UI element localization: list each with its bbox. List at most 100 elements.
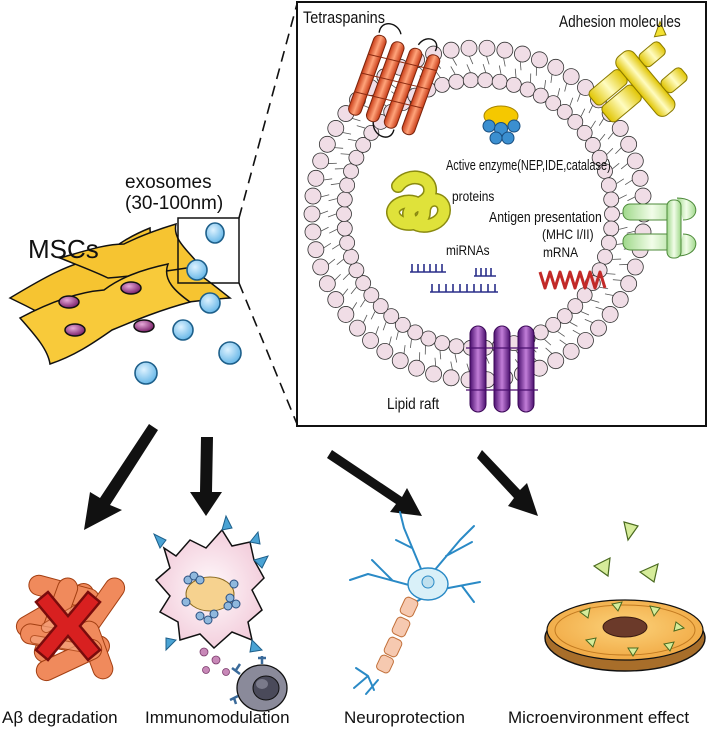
lipid-head <box>562 68 580 86</box>
lipid-head <box>307 169 325 187</box>
lipid-head <box>620 135 638 153</box>
lipid-head <box>591 149 608 166</box>
lipid-head <box>620 275 638 293</box>
lipid-head <box>312 152 330 170</box>
exosomes-size-label: (30-100nm) <box>125 193 224 214</box>
lipid-head <box>348 149 365 166</box>
lipid-head <box>547 352 565 370</box>
mhc-molecule <box>622 197 697 259</box>
lipid-head <box>362 332 379 349</box>
effect-label-immunomodulation: Immunomodulation <box>145 708 290 727</box>
lipid-head <box>448 73 465 90</box>
lipid-head <box>372 298 389 315</box>
lipid-head <box>611 291 629 308</box>
enzyme-icon <box>482 105 521 145</box>
lipid-head <box>442 369 460 387</box>
lipid-head <box>339 234 356 251</box>
lipid-head <box>576 125 593 141</box>
mrna-label: mRNA <box>543 244 579 260</box>
lipid-head <box>519 81 536 98</box>
lipid-head <box>407 324 424 341</box>
lipid-head <box>304 187 322 205</box>
protein-icon <box>386 170 452 233</box>
lipid-head <box>343 248 359 265</box>
adhesion-label: Adhesion molecules <box>559 12 681 31</box>
enzyme-label: Active enzyme(NEP,IDE,catalase) <box>446 157 611 174</box>
lipid-head <box>425 365 442 383</box>
lipid-head <box>505 76 522 93</box>
lipid-head <box>327 120 345 137</box>
lipid-head <box>307 241 325 259</box>
zoom-line-top <box>238 3 298 219</box>
lipid-head <box>420 330 437 347</box>
lipid-head <box>600 234 617 251</box>
lipid-head <box>434 335 451 352</box>
lipid-head <box>442 41 460 59</box>
lipid-head <box>562 342 580 360</box>
lipid-head <box>477 72 494 89</box>
lipid-head <box>304 223 322 241</box>
neuron-body <box>376 567 449 674</box>
effect-label-abeta: Aβ degradation <box>2 708 118 727</box>
lipid-head <box>460 39 478 57</box>
mirnas-label: miRNAs <box>446 242 490 258</box>
lipid-head <box>318 275 336 293</box>
lipid-head <box>631 169 649 187</box>
lipid-head <box>567 298 584 315</box>
abeta-plaque-icon <box>15 574 126 682</box>
effect-label-microenvironment: Microenvironment effect <box>508 708 690 727</box>
lipid-raft-label: Lipid raft <box>387 396 440 413</box>
effect-arrows <box>84 424 538 530</box>
antigen-label: Antigen presentation <box>489 209 602 226</box>
lipid-head <box>590 319 607 337</box>
lipid-head <box>434 76 451 93</box>
adhesion-molecule <box>588 20 688 123</box>
msc-cells <box>8 222 233 365</box>
lipid-head <box>567 113 584 130</box>
lipid-head <box>337 306 355 323</box>
mscs-label: MSCs <box>28 234 99 264</box>
lipid-head <box>363 287 380 303</box>
immune-cell-icon <box>153 514 288 712</box>
lipid-head <box>556 308 573 325</box>
lipid-head <box>532 87 549 104</box>
mirna-icon <box>410 264 498 293</box>
lipid-head <box>448 338 465 355</box>
lipid-head <box>348 262 365 279</box>
lipid-head <box>584 137 601 153</box>
lipid-head <box>336 220 353 237</box>
lipid-head <box>376 342 394 360</box>
lipid-head <box>603 191 620 208</box>
effect-label-neuroprotection: Neuroprotection <box>344 708 465 727</box>
petri-dish-icon <box>544 521 706 672</box>
lipid-head <box>339 177 356 194</box>
tetraspanin-protein <box>348 23 441 138</box>
lipid-head <box>312 258 330 276</box>
lipid-head <box>545 317 562 333</box>
lipid-head <box>514 45 531 63</box>
lipid-head <box>408 359 425 377</box>
tetraspanins-label: Tetraspanins <box>303 8 385 27</box>
lipid-head <box>634 187 652 205</box>
lipid-head <box>355 275 372 291</box>
lipid-head <box>600 177 617 194</box>
lipid-head <box>601 306 619 323</box>
lipid-bilayer <box>303 39 653 389</box>
lipid-head <box>478 39 496 57</box>
lipid-head <box>336 191 353 208</box>
lipid-head <box>318 135 336 153</box>
lipid-head <box>531 51 548 69</box>
exosome-box <box>177 217 240 284</box>
lipid-head <box>597 248 613 265</box>
lipid-head <box>349 319 366 337</box>
lipid-raft <box>466 325 538 413</box>
lipid-head <box>462 72 479 89</box>
lipid-head <box>604 206 620 222</box>
exosomes-label: exosomes <box>125 172 212 193</box>
lipid-head <box>355 137 372 153</box>
lipid-head <box>303 205 321 223</box>
lipid-head <box>603 220 620 237</box>
lipid-head <box>626 258 644 276</box>
lipid-head <box>383 308 400 325</box>
